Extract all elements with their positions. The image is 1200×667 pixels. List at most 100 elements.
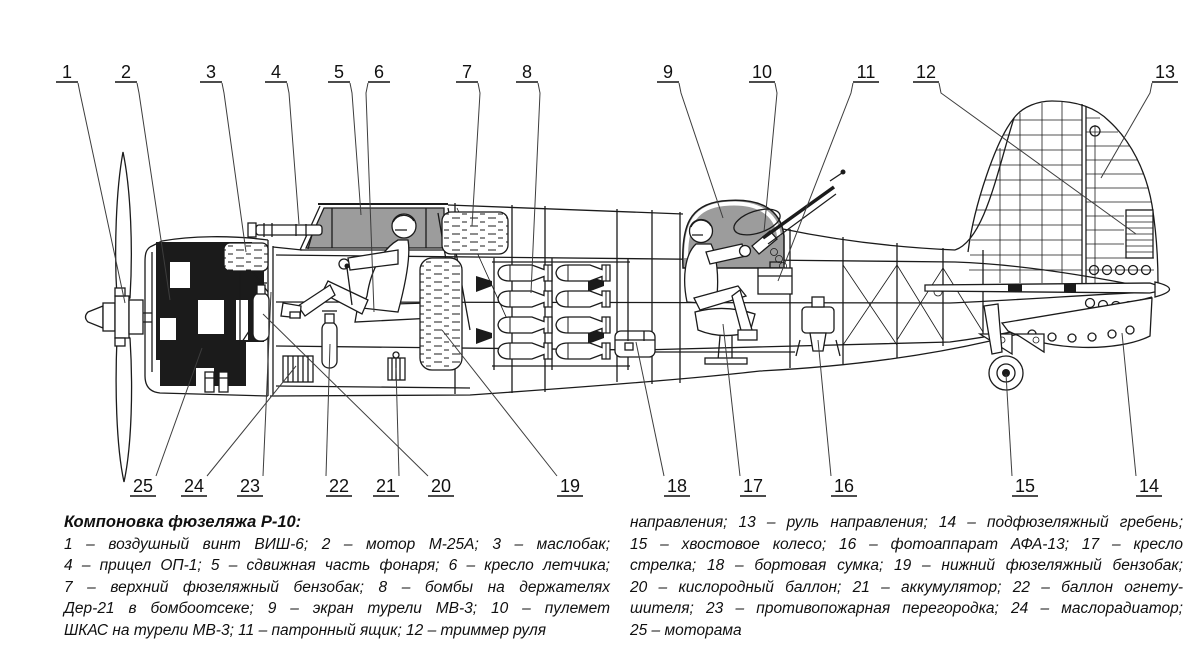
tail-fin	[967, 100, 1159, 284]
legend-line: 25 – моторама	[630, 621, 742, 639]
legend-line: стрелка; 18 – бортовая сумка; 19 – нижни…	[630, 557, 1183, 574]
callout-leader-line	[325, 343, 331, 477]
callout-number: 5	[334, 62, 344, 82]
callout-leader-line	[722, 323, 741, 477]
callout-number: 11	[857, 62, 876, 82]
callout-leader-line	[938, 82, 1137, 235]
legend-column-left: Компоновка фюзеляжа Р-10: 1 – воздушный …	[64, 512, 610, 641]
callout-13-руль направления: 13	[1100, 62, 1178, 179]
canopy-glazing	[304, 207, 445, 249]
callout-number: 24	[184, 476, 204, 496]
callout-5-сдвижная часть фонаря: 5	[328, 62, 362, 216]
callout-8-бомбы на держателях Дер-21 в бомбоотсеке: 8	[516, 62, 541, 294]
callout-20-кислородный баллон: 20	[262, 313, 454, 497]
tail-cone	[1154, 281, 1171, 298]
callout-leader-line	[77, 82, 126, 304]
callout-11-патронный ящик: 11	[777, 62, 879, 282]
legend-line: 7 – верхний фюзеляжный бензобак; 8 – бом…	[64, 578, 610, 596]
callout-leader-line	[530, 82, 541, 294]
callout-16-фотоаппарат АФА-13: 16	[817, 339, 857, 497]
shkas-gun	[751, 169, 846, 270]
callout-leader-line	[262, 313, 429, 477]
legend-line: шителя; 23 – противопожарная перегородка…	[630, 600, 1183, 617]
callout-3-маслобак: 3	[200, 62, 247, 253]
callout-leader-line	[349, 82, 362, 216]
callout-4-прицел ОП-1: 4	[265, 62, 300, 225]
callout-leader-line	[262, 291, 272, 477]
callout-leader-line	[471, 82, 481, 227]
callout-leader-line	[678, 82, 724, 219]
callout-number: 7	[462, 62, 472, 82]
gunner-figure	[684, 218, 758, 341]
legend-line: направления; 13 – руль направления; 14 –…	[630, 514, 1183, 531]
pilot-head	[391, 213, 417, 239]
rudder-hinge	[1081, 104, 1087, 283]
callout-14-подфюзеляжный гребень: 14	[1121, 332, 1162, 497]
legend-line: 20 – кислородный баллон; 21 – аккумулято…	[630, 578, 1183, 596]
rudder-ribs	[1086, 117, 1154, 283]
legend-line: 1 – воздушный винт ВИШ-6; 2 – мотор М-25…	[64, 535, 610, 553]
callout-leader-line	[763, 82, 778, 233]
callout-number: 19	[560, 476, 580, 496]
callout-number: 16	[834, 476, 854, 496]
callout-7-верхний фюзеляжный бензобак: 7	[456, 62, 481, 227]
aircraft-cutaway-diagram: 1234567891011121314151617181920212223242…	[56, 62, 1178, 497]
ammo-box	[757, 261, 793, 295]
lower-fuel-tank	[419, 257, 463, 371]
fin-ribs	[969, 102, 1082, 283]
oil-radiator	[282, 355, 314, 383]
callout-17-кресло стрелка: 17	[722, 323, 766, 497]
callout-leader-line	[1100, 82, 1153, 179]
callout-12-триммер руля направления: 12	[913, 62, 1137, 235]
callout-number: 15	[1015, 476, 1035, 496]
callout-2-мотор М-25А: 2	[115, 62, 171, 301]
callout-23-противопожарная перегородка: 23	[237, 291, 272, 497]
legend-line: 4 – прицел ОП-1; 5 – сдвижная часть фона…	[64, 557, 610, 574]
tail-wheel	[977, 303, 1045, 391]
callout-number: 21	[376, 476, 396, 496]
legend-column-right: направления; 13 – руль направления; 14 –…	[630, 512, 1183, 641]
callout-15-хвостовое колесо: 15	[1005, 373, 1038, 497]
callout-leader-line	[395, 367, 400, 477]
lightening-hole	[1089, 125, 1101, 137]
callout-number: 10	[752, 62, 772, 82]
callout-25-моторама: 25	[130, 347, 203, 497]
callout-leader-line	[441, 329, 558, 477]
callout-leader-line	[286, 82, 300, 225]
camera-afa13	[795, 296, 841, 357]
callout-leader-line	[155, 347, 203, 477]
callout-number: 6	[374, 62, 384, 82]
callout-leader-line	[817, 339, 832, 477]
callout-leader-line	[365, 82, 375, 313]
callout-leader-line	[777, 82, 854, 282]
callout-number: 12	[916, 62, 936, 82]
callout-number: 22	[329, 476, 349, 496]
callout-1-воздушный винт ВИШ-6: 1	[56, 62, 126, 304]
legend-line: ШКАС на турели МВ-3; 11 – патронный ящик…	[64, 621, 547, 639]
callout-number: 20	[431, 476, 451, 496]
oil-tank	[223, 242, 269, 272]
callout-leader-line	[635, 341, 665, 477]
propeller-blade-lower	[115, 335, 133, 483]
side-bag	[614, 330, 656, 358]
callout-leader-line	[221, 82, 247, 253]
rudder-pedal	[289, 311, 301, 319]
callout-21-аккумулятор: 21	[373, 367, 400, 497]
callout-number: 1	[62, 62, 72, 82]
callout-6-кресло летчика: 6	[365, 62, 390, 313]
callout-number: 2	[121, 62, 131, 82]
stabilizer	[924, 282, 1171, 294]
bombs	[497, 264, 611, 360]
gunner-station	[681, 169, 846, 365]
callout-number: 8	[522, 62, 532, 82]
callout-24-маслорадиатор: 24	[181, 365, 297, 497]
callout-number: 9	[663, 62, 673, 82]
callout-leader-line	[1121, 332, 1137, 477]
callout-9-экран турели МВ-3: 9	[657, 62, 724, 219]
callout-19-нижний фюзеляжный бензобак: 19	[441, 329, 583, 497]
callout-number: 17	[743, 476, 763, 496]
control-stick	[344, 263, 350, 269]
lightening-holes-rudder	[1088, 264, 1152, 276]
